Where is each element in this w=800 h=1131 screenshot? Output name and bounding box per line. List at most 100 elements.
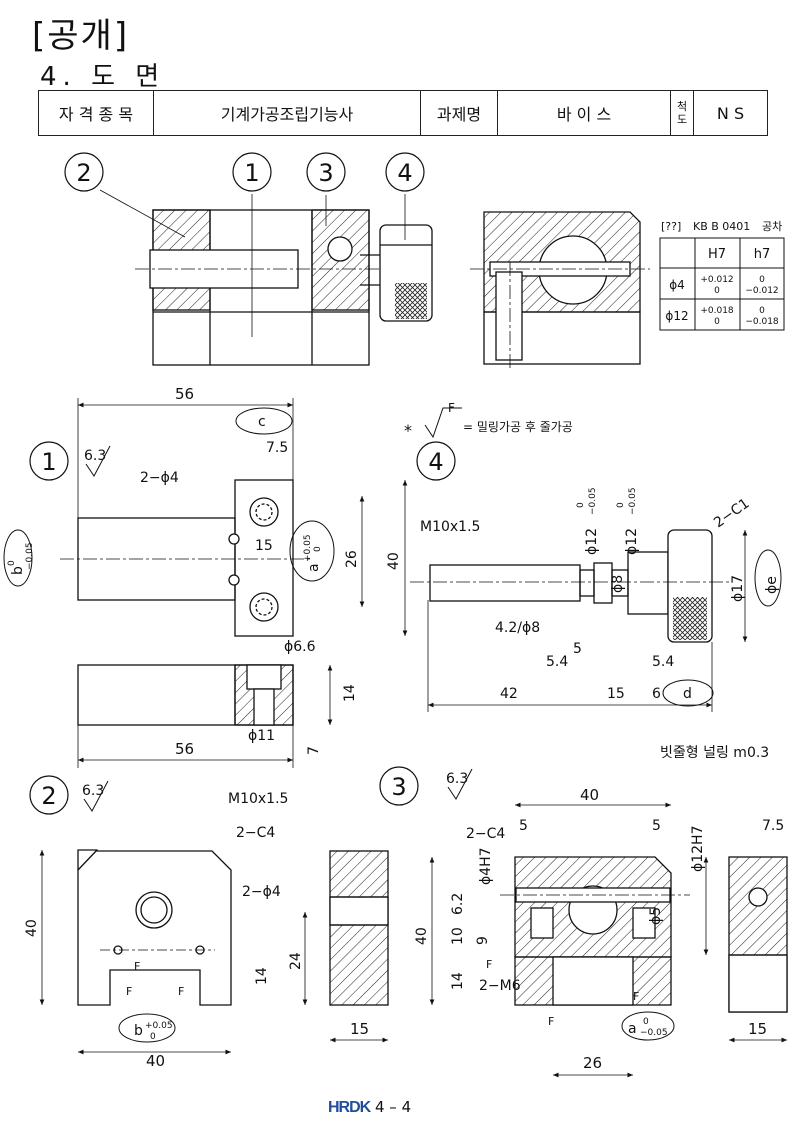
p1-width2: 56 bbox=[175, 740, 194, 758]
p4-d5: 5 bbox=[573, 641, 582, 657]
p2-f2: F bbox=[126, 985, 132, 998]
p3-a: a bbox=[628, 1021, 637, 1037]
p4-d15: 15 bbox=[607, 686, 625, 702]
p3-chamfer: 2−C4 bbox=[466, 826, 505, 842]
p1-d75: 7.5 bbox=[266, 440, 288, 456]
p2-d14: 14 bbox=[254, 967, 270, 985]
title-block-table: 자 격 종 목 기계가공조립기능사 과제명 바 이 스 척 도 N S bbox=[38, 90, 768, 136]
balloon-part2: 2 bbox=[41, 782, 56, 810]
assembly-front-view bbox=[99, 189, 433, 366]
part1-labels: 56 c 7.5 2−ϕ4 15 26 40 a +0.05 0 b 0 −0.… bbox=[7, 385, 402, 758]
p3-d40: 40 bbox=[580, 786, 599, 804]
p1-d7: 7 bbox=[306, 746, 322, 755]
p3-d62: 6.2 bbox=[450, 893, 466, 915]
p3-m6: 2−M6 bbox=[479, 978, 521, 994]
p3-d5h: ϕ5 bbox=[648, 907, 664, 925]
p2-d40v: 40 bbox=[24, 919, 40, 937]
p3-d75: 7.5 bbox=[762, 818, 784, 834]
p3-d26: 26 bbox=[583, 1054, 602, 1072]
p1-roughness: 6.3 bbox=[84, 448, 106, 464]
p4-d54b: 5.4 bbox=[652, 654, 674, 670]
p4-tol-up-b: 0 bbox=[616, 502, 626, 508]
p2-b-up: +0.05 bbox=[145, 1021, 173, 1031]
p4-tol-up-a: 0 bbox=[576, 502, 586, 508]
part2-front-view bbox=[77, 849, 232, 1043]
part1-plan-view bbox=[3, 407, 335, 637]
p4-d6: 6 bbox=[652, 686, 661, 702]
balloon-part4: 4 bbox=[428, 448, 443, 476]
tol-row2-dia: ϕ12 bbox=[665, 309, 688, 323]
part2-side-view bbox=[329, 850, 389, 1006]
p3-d14: 14 bbox=[450, 972, 466, 990]
p1-a-lo: 0 bbox=[313, 546, 323, 552]
p1-d66: ϕ6.6 bbox=[284, 639, 316, 655]
tol-standard: KB B 0401 bbox=[693, 220, 750, 233]
p2-b-lo: 0 bbox=[150, 1032, 156, 1042]
p3-f1: F bbox=[486, 958, 492, 971]
tol-row1-s-lo: −0.012 bbox=[745, 286, 778, 296]
p3-d12h7: ϕ12H7 bbox=[690, 826, 706, 872]
p4-d: d bbox=[683, 686, 692, 702]
p1-d40: 40 bbox=[386, 552, 402, 570]
hrdk-logo: HRDK bbox=[328, 1099, 371, 1116]
p1-a: a bbox=[306, 563, 322, 572]
p1-width: 56 bbox=[175, 385, 194, 403]
tol-row1-s-up: 0 bbox=[759, 275, 765, 285]
p3-f2: F bbox=[548, 1015, 554, 1028]
part1-side-view bbox=[77, 664, 294, 726]
p3-f3: F bbox=[633, 990, 639, 1003]
p1-c: c bbox=[258, 414, 266, 430]
section-title: 4. 도 면 bbox=[40, 62, 166, 92]
note-text: = 밀링가공 후 줄가공 bbox=[463, 420, 573, 434]
p3-a-up: 0 bbox=[643, 1017, 649, 1027]
roughness-symbols bbox=[83, 445, 473, 812]
tol-row2-s-up: 0 bbox=[759, 306, 765, 316]
assembly-section-view bbox=[470, 211, 650, 370]
part3-section-view bbox=[500, 856, 690, 1041]
task-label: 과제명 bbox=[420, 90, 498, 136]
tol-row2-h-lo: 0 bbox=[714, 317, 720, 327]
p2-d24: 24 bbox=[288, 952, 304, 970]
tol-row1-h-up: +0.012 bbox=[700, 275, 733, 285]
p3-d40v: 40 bbox=[414, 927, 430, 945]
p1-b-lo: −0.05 bbox=[25, 542, 35, 570]
p2-thread: M10x1.5 bbox=[228, 791, 288, 807]
p4-tol-lo-a: −0.05 bbox=[588, 487, 598, 515]
p1-d15: 15 bbox=[255, 538, 273, 554]
p4-tol-lo-b: −0.05 bbox=[628, 487, 638, 515]
machining-note: * F = 밀링가공 후 줄가공 bbox=[404, 401, 573, 440]
p4-d42-8: 4.2/ϕ8 bbox=[495, 620, 540, 636]
p3-d9: 9 bbox=[475, 936, 491, 945]
tolerance-table: [??] KB B 0401 공차 H7 h7 ϕ4 +0.012 0 0 −0… bbox=[659, 220, 785, 331]
note-mark: * bbox=[404, 421, 412, 440]
p4-e: ϕe bbox=[764, 576, 780, 594]
p2-f3: F bbox=[178, 985, 184, 998]
part4-labels: M10x1.5 2−C1 ϕ12 ϕ12 0 −0.05 0 −0.05 ϕ8 … bbox=[420, 487, 780, 761]
p2-hole: 2−ϕ4 bbox=[242, 884, 281, 900]
balloon-1: 1 bbox=[244, 159, 259, 187]
tol-code: [??] bbox=[661, 220, 681, 233]
p4-d17: ϕ17 bbox=[730, 575, 746, 602]
doc-title: [공개] bbox=[32, 16, 130, 56]
p3-roughness: 6.3 bbox=[446, 771, 468, 787]
balloon-4: 4 bbox=[397, 159, 412, 187]
p4-chamfer: 2−C1 bbox=[711, 496, 752, 532]
p4-knurl-note: 빗줄형 널링 m0.3 bbox=[660, 745, 769, 761]
p3-a-lo: −0.05 bbox=[640, 1028, 668, 1038]
tol-row1-dia: ϕ4 bbox=[669, 278, 685, 292]
p3-d5b: 5 bbox=[652, 818, 661, 834]
p2-chamfer: 2−C4 bbox=[236, 825, 275, 841]
p1-b: b bbox=[10, 566, 26, 575]
part3-labels: 6.3 40 5 5 2−C4 ϕ4H7 ϕ12H7 7.5 6.2 10 9 … bbox=[414, 771, 784, 1072]
balloon-part1: 1 bbox=[41, 448, 56, 476]
p3-d10: 10 bbox=[450, 927, 466, 945]
balloon-3: 3 bbox=[318, 159, 333, 187]
p2-d40h: 40 bbox=[146, 1052, 165, 1070]
part3-side-view bbox=[728, 856, 788, 1013]
p3-d4h7: ϕ4H7 bbox=[478, 847, 494, 885]
balloon-2: 2 bbox=[76, 159, 91, 187]
p1-hole: 2−ϕ4 bbox=[140, 470, 179, 486]
p4-d8: ϕ8 bbox=[610, 575, 626, 593]
tol-row1-h-lo: 0 bbox=[714, 286, 720, 296]
